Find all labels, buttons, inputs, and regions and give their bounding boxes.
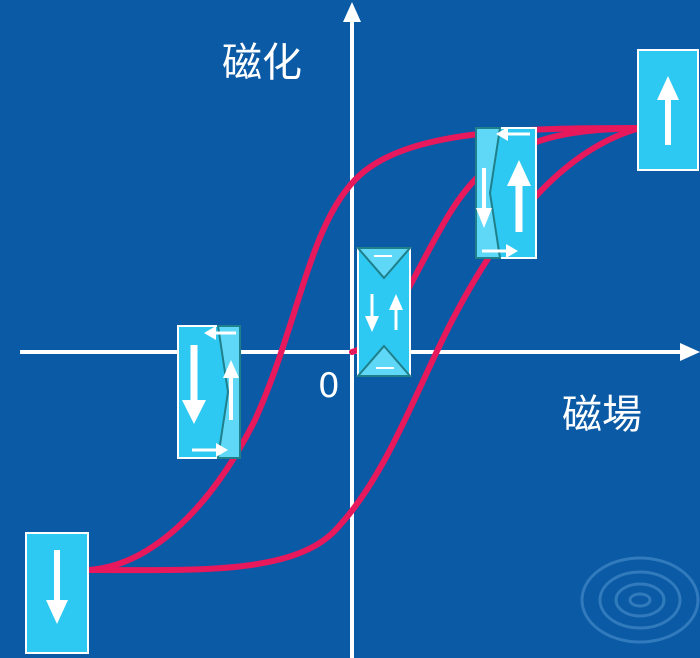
- x-axis-arrowhead: [680, 343, 700, 361]
- magnetization-axis-label: 磁化: [222, 30, 302, 88]
- domain-mostly-up: [476, 127, 536, 258]
- origin-label: 0: [318, 366, 340, 406]
- magnetic-field-axis-label: 磁場: [562, 382, 642, 440]
- domain-demagnetized: [358, 248, 410, 376]
- water-ripple-icon: [582, 558, 698, 642]
- y-axis-arrowhead: [343, 2, 361, 22]
- domain-negative-saturation: [26, 533, 88, 653]
- domain-mostly-down: [178, 326, 240, 458]
- domain-positive-saturation: [638, 50, 698, 170]
